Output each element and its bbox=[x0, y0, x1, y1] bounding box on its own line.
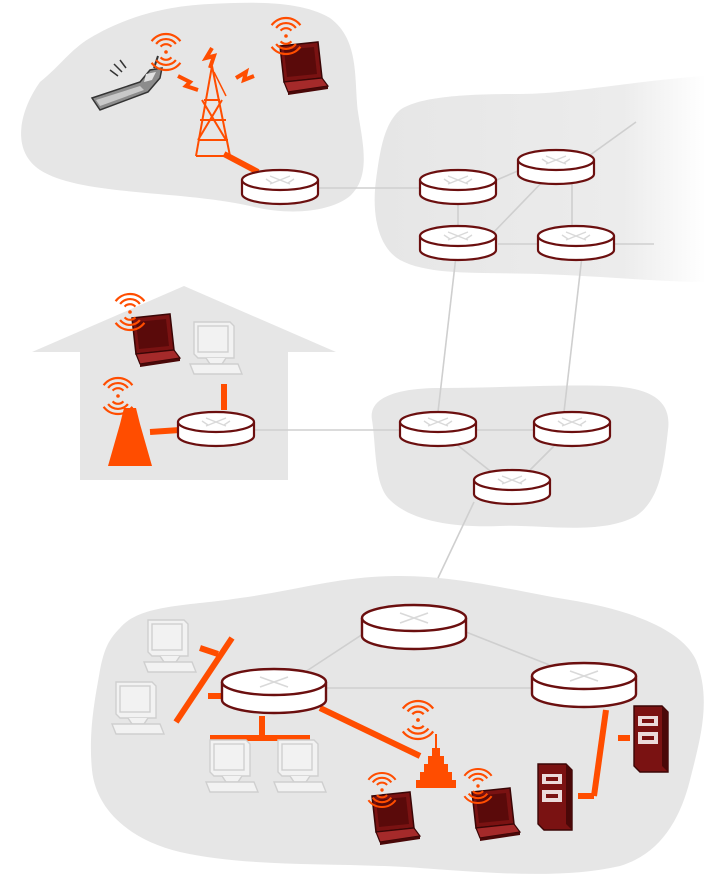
router-global-isp-1 bbox=[418, 168, 498, 206]
regional-isp-cloud bbox=[371, 385, 669, 528]
router-global-isp-4 bbox=[536, 224, 616, 262]
core-links bbox=[252, 121, 654, 689]
router-mobile-gateway bbox=[240, 168, 320, 206]
desktop-icon bbox=[189, 321, 243, 375]
cell-phone-icon bbox=[90, 55, 163, 111]
desktop-icon bbox=[273, 739, 327, 793]
home-network-house bbox=[32, 286, 336, 480]
wireless-access-point-icon bbox=[108, 408, 152, 466]
server-icon bbox=[633, 705, 669, 773]
router-institutional-3 bbox=[530, 661, 638, 709]
server-icon bbox=[537, 763, 573, 831]
router-regional-isp-2 bbox=[532, 410, 612, 448]
router-institutional-1 bbox=[360, 603, 468, 651]
desktop-icon bbox=[205, 739, 259, 793]
router-home bbox=[176, 410, 256, 448]
desktop-icon bbox=[143, 619, 197, 673]
desktop-icon bbox=[111, 681, 165, 735]
mobile-network-cloud bbox=[21, 2, 364, 212]
router-global-isp-3 bbox=[418, 224, 498, 262]
router-regional-isp-3 bbox=[472, 468, 552, 506]
cell-tower-icon bbox=[177, 46, 255, 157]
router-institutional-2 bbox=[220, 667, 328, 715]
router-regional-isp-1 bbox=[398, 410, 478, 448]
router-global-isp-2 bbox=[516, 148, 596, 186]
